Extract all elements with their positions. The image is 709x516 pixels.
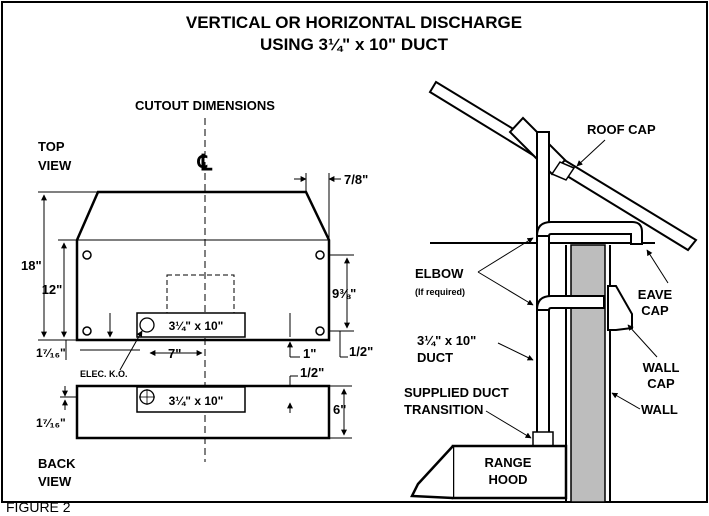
dim-1-7-16-back-label: 1⁷⁄₁₆" [36,416,66,430]
mount-hole-bottom-left [82,326,92,336]
top-duct-dimension: 3¼" x 10" [169,319,224,333]
roof-cap-hood [550,161,576,181]
eave-cap-label-1: EAVE [638,287,673,302]
cutout-heading: CUTOUT DIMENSIONS [135,98,275,113]
roof-cap-label: ROOF CAP [587,122,656,137]
back-duct-dimension: 3¼" x 10" [169,394,224,408]
back-view-label-1: BACK [38,456,76,471]
dim-1-label: 1" [303,346,316,361]
elec-ko-label: ELEC. K.O. [80,369,128,379]
duct-leader [497,342,534,361]
top-view-label-2: VIEW [38,158,72,173]
mount-hole-bottom-right [315,326,325,336]
dim-7-label: 7" [168,346,181,361]
dim-7-8-label: 7/8" [344,172,368,187]
vertical-duct-upper [536,131,550,451]
supplied-duct-label-1: SUPPLIED DUCT [404,385,509,400]
wall-cap-shape [607,285,633,331]
dim-9-3-8-label: 9⅜" [332,286,356,301]
back-view-outline [75,384,331,440]
back-view-label-2: VIEW [38,474,72,489]
range-hood-body [451,444,568,500]
elbow-leader-lower [477,271,534,306]
wall-cap-label-2: CAP [647,376,675,391]
dim-6-label: 6" [333,402,346,417]
mount-hole-top-left [82,250,92,260]
wall-cap-label-1: WALL [643,360,680,375]
figure-label: FIGURE 2 [6,499,71,515]
lower-elbow [535,295,605,311]
title-line-1: VERTICAL OR HORIZONTAL DISCHARGE [186,13,522,32]
upper-elbow [535,221,643,245]
eave-cap-leader [646,249,669,284]
supplied-duct-leader [485,410,532,439]
duct-transition [532,431,554,447]
wall-fill [570,244,606,503]
elbow-leader-upper [477,237,534,273]
roof-cap-leader [576,139,606,167]
mount-hole-top-right [315,250,325,260]
duct-label-1: 3¼" x 10" [417,333,476,348]
elbow-label: ELBOW [415,266,464,281]
dim-12-label: 12" [42,282,63,297]
dim-half-b-label: 1/2" [300,365,324,380]
supplied-duct-label-2: TRANSITION [404,402,483,417]
duct-label-2: DUCT [417,350,453,365]
range-hood-label-1: RANGE [485,455,532,470]
eave-cap-label-2: CAP [641,303,669,318]
wall-label: WALL [641,402,678,417]
title-line-2: USING 3¼" x 10" DUCT [260,35,449,54]
outer-border [1,1,708,503]
range-hood-label-2: HOOD [489,472,528,487]
top-view-label-1: TOP [38,139,65,154]
top-duct-cutout [136,312,246,338]
vertical-duct-dashed [166,274,235,314]
elec-ko-leader [119,330,143,371]
top-elec-ko-circle [139,317,155,333]
range-hood-lip [410,445,454,500]
back-duct-cutout [136,386,246,413]
elbow-note: (If required) [415,287,465,297]
dim-1-7-16-top-label: 1⁷⁄₁₆" [36,346,66,360]
wall-leader [611,392,641,410]
dim-half-a-label: 1/2" [349,344,373,359]
centerline-symbol: ℄ [197,150,213,175]
wall-cap-leader [627,324,658,358]
dim-18-label: 18" [21,258,42,273]
